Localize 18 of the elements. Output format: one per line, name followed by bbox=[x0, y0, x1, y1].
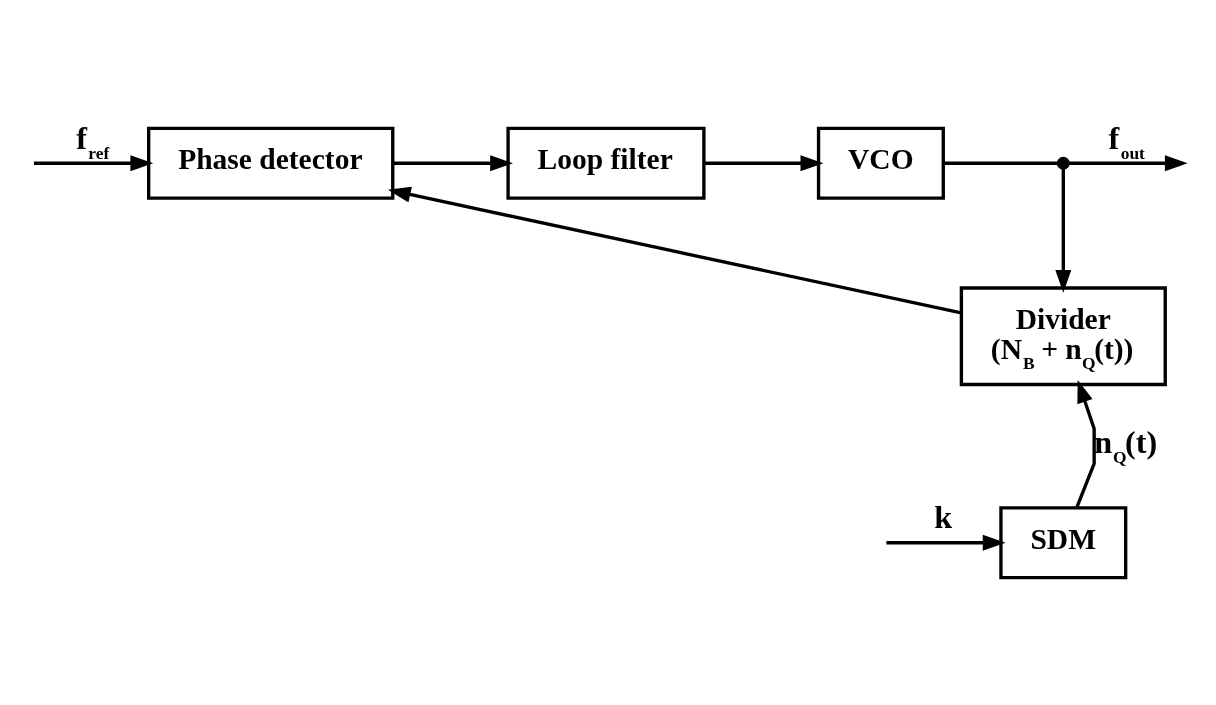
node-box: Divider (N$_{B}$ + n$_{Q}$(t)) bbox=[959, 285, 1167, 386]
arrow bbox=[392, 154, 513, 171]
arrow bbox=[387, 186, 962, 315]
edge-label: f$_{ref}$ bbox=[76, 119, 110, 163]
edge-label: k bbox=[934, 498, 953, 535]
arrow bbox=[33, 154, 154, 171]
node-box: Phase detector bbox=[147, 126, 395, 200]
arrow bbox=[1075, 379, 1096, 508]
node-dot bbox=[1056, 156, 1070, 170]
node-box: VCO bbox=[816, 126, 945, 200]
node-box: SDM bbox=[999, 505, 1128, 579]
arrow bbox=[704, 154, 824, 171]
edge-label: f$_{out}$ bbox=[1108, 119, 1145, 163]
arrow bbox=[1068, 154, 1188, 171]
arrow bbox=[886, 534, 1006, 551]
node-box: Loop filter bbox=[506, 126, 706, 200]
connector bbox=[943, 161, 1059, 165]
arrow bbox=[1055, 167, 1072, 293]
